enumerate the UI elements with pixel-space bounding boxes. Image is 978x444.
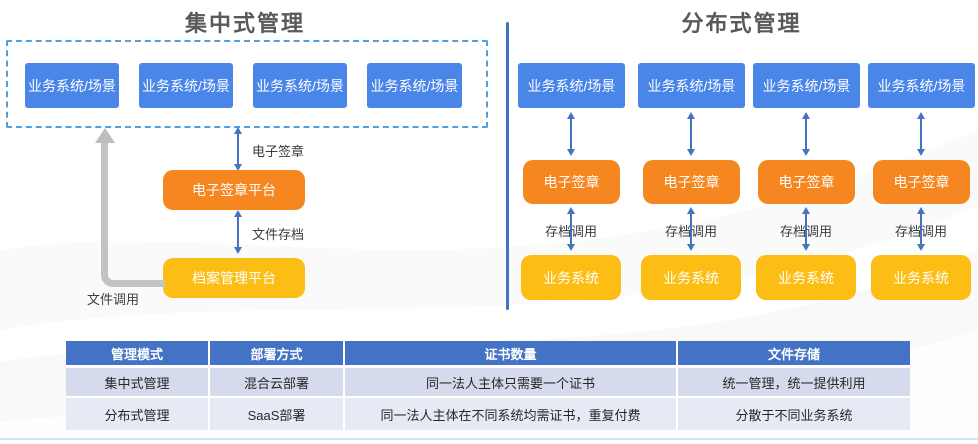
archive-call-label: 存档调用 <box>779 224 832 239</box>
archive-call-label: 存档调用 <box>894 224 947 239</box>
business-system-box: 业务系统/场景 <box>868 63 975 108</box>
table-cell: 混合云部署 <box>210 368 345 398</box>
table-header-cell: 证书数量 <box>345 341 678 368</box>
table-row: 分布式管理 SaaS部署 同一法人主体在不同系统均需证书，重复付费 分散于不同业… <box>66 398 910 430</box>
table-cell: 统一管理，统一提供利用 <box>678 368 910 398</box>
business-system-box: 业务系统/场景 <box>367 63 462 108</box>
business-system-bottom-box: 业务系统 <box>641 255 741 300</box>
double-arrow-icon <box>917 207 925 251</box>
table-header-cell: 部署方式 <box>210 341 345 368</box>
table-header-row: 管理模式 部署方式 证书数量 文件存储 <box>66 341 910 368</box>
table-cell: 分散于不同业务系统 <box>678 398 910 430</box>
business-system-bottom-box: 业务系统 <box>521 255 621 300</box>
centralized-title: 集中式管理 <box>184 11 305 36</box>
business-system-box: 业务系统/场景 <box>518 63 625 108</box>
archive-platform-box: 档案管理平台 <box>163 258 305 298</box>
business-system-box: 业务系统/场景 <box>25 63 119 108</box>
double-arrow-icon <box>687 112 695 156</box>
business-system-box: 业务系统/场景 <box>638 63 745 108</box>
distributed-title: 分布式管理 <box>681 11 802 36</box>
up-arrowhead-icon <box>95 128 115 143</box>
section-divider <box>506 22 509 310</box>
double-arrow-icon <box>567 112 575 156</box>
esign-platform-box: 电子签章平台 <box>163 170 305 210</box>
esign-box: 电子签章 <box>523 160 620 204</box>
business-system-box: 业务系统/场景 <box>139 63 233 108</box>
double-arrow-icon <box>917 112 925 156</box>
table-cell: 同一法人主体在不同系统均需证书，重复付费 <box>345 398 678 430</box>
comparison-table: 管理模式 部署方式 证书数量 文件存储 集中式管理 混合云部署 同一法人主体只需… <box>66 341 910 430</box>
business-system-bottom-box: 业务系统 <box>871 255 971 300</box>
table-cell: 分布式管理 <box>66 398 210 430</box>
double-arrow-icon <box>567 207 575 251</box>
business-systems-dashed-frame <box>6 40 488 128</box>
table-header-cell: 管理模式 <box>66 341 210 368</box>
esign-box: 电子签章 <box>758 160 855 204</box>
table-cell: 同一法人主体只需要一个证书 <box>345 368 678 398</box>
esign-arrow-label: 电子签章 <box>252 144 305 159</box>
double-arrow-icon <box>802 207 810 251</box>
file-call-elbow-arrow <box>101 142 165 287</box>
esign-box: 电子签章 <box>643 160 740 204</box>
double-arrow-icon <box>802 112 810 156</box>
esign-box: 电子签章 <box>873 160 970 204</box>
business-system-box: 业务系统/场景 <box>753 63 860 108</box>
table-header-cell: 文件存储 <box>678 341 910 368</box>
business-system-bottom-box: 业务系统 <box>756 255 856 300</box>
double-arrow-icon <box>234 210 242 254</box>
double-arrow-icon <box>234 127 242 171</box>
table-row: 集中式管理 混合云部署 同一法人主体只需要一个证书 统一管理，统一提供利用 <box>66 368 910 398</box>
archive-call-label: 存档调用 <box>664 224 717 239</box>
table-cell: 集中式管理 <box>66 368 210 398</box>
business-system-box: 业务系统/场景 <box>253 63 347 108</box>
archive-call-label: 存档调用 <box>544 224 597 239</box>
file-call-label: 文件调用 <box>87 292 140 307</box>
archive-arrow-label: 文件存档 <box>252 227 305 242</box>
bottom-accent-line <box>0 438 978 440</box>
table-cell: SaaS部署 <box>210 398 345 430</box>
double-arrow-icon <box>687 207 695 251</box>
